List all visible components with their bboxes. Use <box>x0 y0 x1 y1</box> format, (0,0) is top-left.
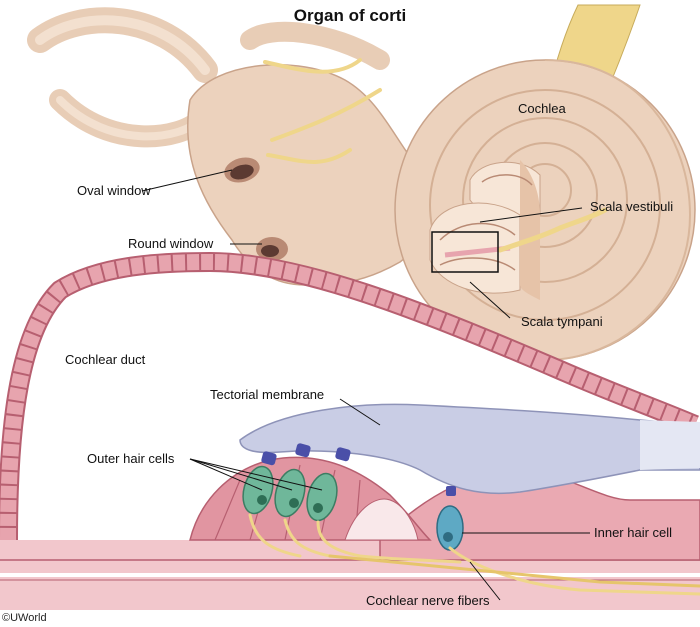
tectorial-membrane-shape <box>239 403 700 495</box>
label-oval-window: Oval window <box>77 183 151 198</box>
inner-hair-cell-shape <box>436 486 464 551</box>
label-scala-tympani: Scala tympani <box>521 314 603 329</box>
zoom-box <box>431 231 499 273</box>
outer-hair-cells-shapes <box>242 443 351 522</box>
cochlear-duct-illustration <box>0 251 700 610</box>
leader-lines <box>141 169 590 601</box>
cochlear-nerve-fibers-shape <box>248 513 700 596</box>
label-round-window: Round window <box>128 236 214 251</box>
oval-window-shape <box>224 157 260 183</box>
label-cochlear-duct: Cochlear duct <box>65 352 146 367</box>
label-outer-hair-cells: Outer hair cells <box>87 451 175 466</box>
label-cochlear-nerve-fibers: Cochlear nerve fibers <box>366 593 490 608</box>
label-inner-hair-cell: Inner hair cell <box>594 525 672 540</box>
diagram-title: Organ of corti <box>294 6 406 25</box>
label-tectorial-membrane: Tectorial membrane <box>210 387 324 402</box>
copyright-notice: ©UWorld <box>2 612 47 624</box>
label-cochlea: Cochlea <box>518 101 566 116</box>
round-window-shape <box>256 237 288 261</box>
label-scala-vestibuli: Scala vestibuli <box>590 199 673 214</box>
cochlea-illustration <box>394 59 696 361</box>
